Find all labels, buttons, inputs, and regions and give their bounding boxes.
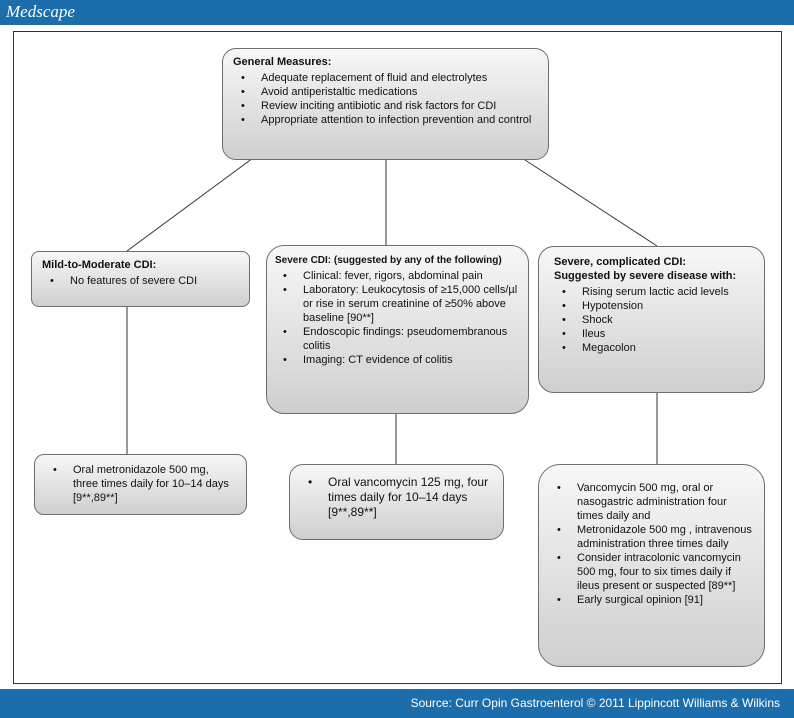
mild-treatment-box: Oral metronidazole 500 mg, three times d… xyxy=(34,454,247,515)
source-credit: Source: Curr Opin Gastroenterol © 2011 L… xyxy=(410,696,780,710)
severe-treatment-box: Oral vancomycin 125 mg, four times daily… xyxy=(289,464,504,540)
complicated-treatment-list: Vancomycin 500 mg, oral or nasogastric a… xyxy=(549,481,756,607)
list-item: Ileus xyxy=(554,327,756,341)
list-item: Shock xyxy=(554,313,756,327)
list-item: No features of severe CDI xyxy=(42,274,239,288)
complicated-cdi-box: Severe, complicated CDI: Suggested by se… xyxy=(538,246,765,393)
severe-cdi-box: Severe CDI: (suggested by any of the fol… xyxy=(266,245,529,414)
list-item: Avoid antiperistaltic medications xyxy=(233,85,538,99)
severe-cdi-title: Severe CDI: (suggested by any of the fol… xyxy=(275,255,502,266)
list-item: Adequate replacement of fluid and electr… xyxy=(233,71,538,85)
list-item: Oral metronidazole 500 mg, three times d… xyxy=(45,463,236,505)
list-item: Vancomycin 500 mg, oral or nasogastric a… xyxy=(549,481,756,523)
medscape-logo[interactable]: Medscape xyxy=(6,2,75,21)
connector-general-mild xyxy=(126,157,254,252)
general-measures-title: General Measures: xyxy=(233,56,332,68)
general-measures-box: General Measures: Adequate replacement o… xyxy=(222,48,549,160)
mild-treatment-list: Oral metronidazole 500 mg, three times d… xyxy=(45,463,236,505)
severe-treatment-list: Oral vancomycin 125 mg, four times daily… xyxy=(300,475,493,520)
complicated-treatment-box: Vancomycin 500 mg, oral or nasogastric a… xyxy=(538,464,765,667)
list-item: Oral vancomycin 125 mg, four times daily… xyxy=(300,475,493,520)
footer-bar: Source: Curr Opin Gastroenterol © 2011 L… xyxy=(0,689,794,718)
complicated-cdi-list: Rising serum lactic acid levels Hypotens… xyxy=(554,285,756,355)
list-item: Consider intracolonic vancomycin 500 mg,… xyxy=(549,551,756,593)
mild-cdi-box: Mild-to-Moderate CDI: No features of sev… xyxy=(31,251,250,307)
list-item: Endoscopic findings: pseudomembranous co… xyxy=(275,325,520,353)
severe-cdi-list: Clinical: fever, rigors, abdominal pain … xyxy=(275,269,520,367)
list-item: Hypotension xyxy=(554,299,756,313)
header-bar: Medscape xyxy=(0,0,794,25)
complicated-cdi-subtitle: Suggested by severe disease with: xyxy=(554,270,737,282)
list-item: Metronidazole 500 mg , intravenous admin… xyxy=(549,523,756,551)
connector-general-complicated xyxy=(521,157,658,247)
list-item: Appropriate attention to infection preve… xyxy=(233,113,538,127)
list-item: Early surgical opinion [91] xyxy=(549,593,756,607)
list-item: Rising serum lactic acid levels xyxy=(554,285,756,299)
list-item: Megacolon xyxy=(554,341,756,355)
list-item: Imaging: CT evidence of colitis xyxy=(275,353,520,367)
list-item: Clinical: fever, rigors, abdominal pain xyxy=(275,269,520,283)
complicated-cdi-title: Severe, complicated CDI: xyxy=(554,256,687,268)
mild-cdi-list: No features of severe CDI xyxy=(42,274,239,288)
general-measures-list: Adequate replacement of fluid and electr… xyxy=(233,71,538,127)
list-item: Laboratory: Leukocytosis of ≥15,000 cell… xyxy=(275,283,520,325)
mild-cdi-title: Mild-to-Moderate CDI: xyxy=(42,259,157,271)
list-item: Review inciting antibiotic and risk fact… xyxy=(233,99,538,113)
